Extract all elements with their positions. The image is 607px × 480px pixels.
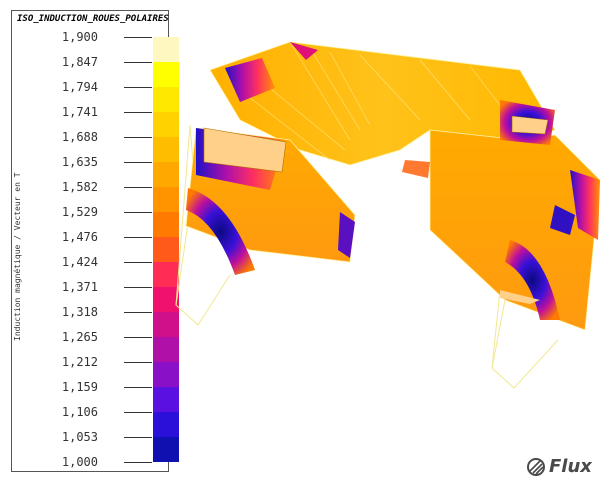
flux-logo: Flux: [526, 456, 592, 477]
flux-logo-icon: [527, 457, 545, 476]
legend-color-swatch: [153, 237, 179, 262]
legend-tick-label: 1,212: [61, 355, 98, 369]
legend-color-swatch: [153, 187, 179, 212]
right-edge-hot: [550, 205, 575, 235]
legend-tick-line: [124, 112, 152, 113]
legend-color-swatch: [153, 337, 179, 362]
legend-color-swatch: [153, 387, 179, 412]
legend-color-swatch: [153, 212, 179, 237]
legend-tick-label: 1,053: [61, 430, 98, 444]
legend-tick-label: 1,900: [61, 30, 98, 44]
legend-tick-line: [124, 387, 152, 388]
right-side-hot: [570, 170, 600, 240]
right-pole-cap: [511, 115, 549, 135]
inner-slot: [402, 160, 430, 178]
legend-tick-label: 1,476: [61, 230, 98, 244]
legend-tick-label: 1,159: [61, 380, 98, 394]
legend-color-swatch: [153, 37, 179, 62]
legend-tick-line: [124, 462, 152, 463]
legend-tick-label: 1,265: [61, 330, 98, 344]
legend-tick-line: [124, 312, 152, 313]
legend-color-swatch: [153, 62, 179, 87]
right-pole-arc: [505, 240, 560, 320]
left-edge-hot: [338, 212, 355, 258]
legend-tick-line: [124, 337, 152, 338]
legend-panel: ISO_INDUCTION_ROUES_POLAIRES Induction m…: [11, 10, 179, 472]
legend-tick-label: 1,371: [61, 280, 98, 294]
legend-tick-label: 1,424: [61, 255, 98, 269]
flux-logo-text: Flux: [549, 456, 592, 477]
legend-tick-label: 1,688: [61, 130, 98, 144]
legend-tick-label: 1,529: [61, 205, 98, 219]
legend-tick-label: 1,794: [61, 80, 98, 94]
model-viewport[interactable]: [170, 0, 607, 480]
legend-tick-line: [124, 262, 152, 263]
top-mid-hot-spot: [290, 42, 318, 60]
legend-color-swatch: [153, 312, 179, 337]
left-pole-cap: [203, 127, 287, 173]
legend-tick-line: [124, 212, 152, 213]
legend-tick-line: [124, 412, 152, 413]
legend-color-swatch: [153, 87, 179, 112]
legend-tick-label: 1,318: [61, 305, 98, 319]
legend-tick-line: [124, 287, 152, 288]
legend-tick-label: 1,847: [61, 55, 98, 69]
legend-tick-line: [124, 237, 152, 238]
legend-axis-label: Induction magnétique / Vecteur en T: [13, 172, 22, 341]
legend-color-swatch: [153, 362, 179, 387]
legend-color-swatch: [153, 287, 179, 312]
legend-tick-line: [124, 137, 152, 138]
legend-tick-line: [124, 362, 152, 363]
left-pole-arc: [186, 188, 255, 275]
legend-tick-line: [124, 187, 152, 188]
legend-color-swatch: [153, 437, 179, 462]
legend-color-swatch: [153, 137, 179, 162]
legend-tick-line: [124, 162, 152, 163]
legend-tick-label: 1,741: [61, 105, 98, 119]
legend-title: ISO_INDUCTION_ROUES_POLAIRES: [17, 14, 169, 24]
top-left-hot-spot: [225, 58, 275, 102]
legend-color-swatch: [153, 162, 179, 187]
legend-tick-line: [124, 437, 152, 438]
legend-color-swatch: [153, 112, 179, 137]
legend-tick-label: 1,106: [61, 405, 98, 419]
legend-tick-line: [124, 87, 152, 88]
legend-tick-line: [124, 37, 152, 38]
legend-color-swatch: [153, 412, 179, 437]
legend-color-swatch: [153, 262, 179, 287]
surface-contours: [239, 41, 516, 161]
legend-tick-label: 1,635: [61, 155, 98, 169]
legend-tick-label: 1,582: [61, 180, 98, 194]
right-lower-cap: [500, 290, 540, 304]
legend-tick-line: [124, 62, 152, 63]
wireframe-right: [491, 289, 559, 389]
legend-tick-label: 1,000: [61, 455, 98, 469]
